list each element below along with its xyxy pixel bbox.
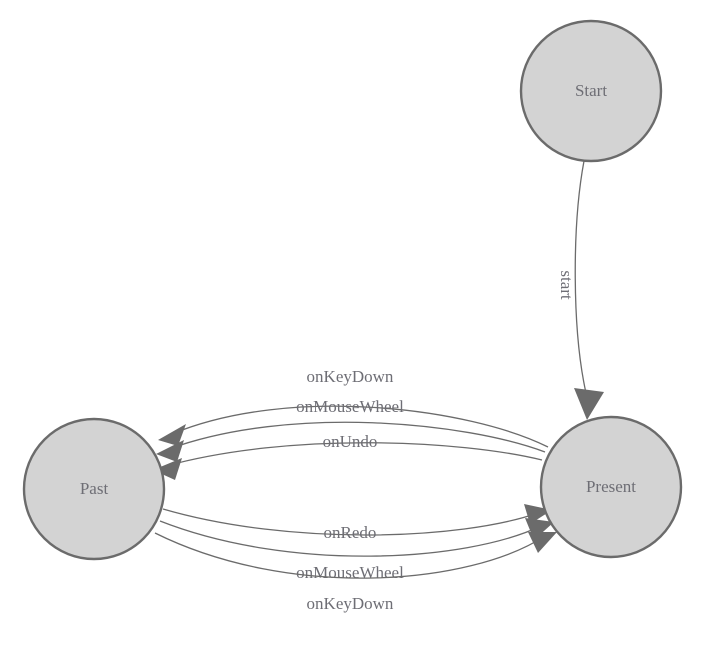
arrowhead-present-to-past-onmousewheel bbox=[156, 440, 184, 462]
edge-label-past-present-onredo: onRedo bbox=[324, 523, 377, 542]
node-past-label: Past bbox=[80, 479, 109, 498]
edge-present-to-past-onmousewheel[interactable]: onMouseWheel bbox=[156, 397, 546, 462]
edge-past-to-present-onkeydown-path bbox=[154, 532, 546, 579]
edge-label-past-present-onkeydown: onKeyDown bbox=[307, 594, 394, 613]
edge-past-to-present-onmousewheel-path bbox=[159, 520, 542, 557]
edge-past-to-present-onkeydown[interactable]: onKeyDown bbox=[154, 532, 557, 613]
edge-label-present-past-onundo: onUndo bbox=[323, 432, 378, 451]
node-start[interactable]: Start bbox=[519, 19, 663, 163]
edge-start-to-present-path bbox=[574, 160, 587, 394]
arrowhead-present-to-past-onundo bbox=[153, 458, 182, 480]
node-present[interactable]: Present bbox=[539, 415, 683, 559]
edge-present-to-past-onkeydown-path bbox=[171, 405, 549, 448]
edge-present-to-past-onmousewheel-path bbox=[168, 421, 546, 453]
edge-present-to-past-onundo[interactable]: onUndo bbox=[153, 432, 543, 480]
node-past-circle bbox=[22, 417, 166, 561]
node-start-circle bbox=[519, 19, 663, 163]
edge-label-start: start bbox=[557, 270, 576, 300]
arrowhead-start-to-present bbox=[574, 388, 604, 420]
edge-label-present-past-onmousewheel: onMouseWheel bbox=[296, 397, 404, 416]
edge-past-to-present-onredo-path bbox=[162, 508, 539, 536]
edge-present-to-past-onkeydown[interactable]: onKeyDown bbox=[158, 367, 549, 448]
edge-label-past-present-onmousewheel: onMouseWheel bbox=[296, 563, 404, 582]
arrowhead-present-to-past-onkeydown bbox=[158, 424, 186, 446]
edge-past-to-present-onredo[interactable]: onRedo bbox=[162, 504, 552, 542]
node-start-label: Start bbox=[575, 81, 607, 100]
node-past[interactable]: Past bbox=[22, 417, 166, 561]
edge-present-to-past-onundo-path bbox=[165, 442, 543, 467]
node-present-circle bbox=[539, 415, 683, 559]
node-present-label: Present bbox=[586, 477, 636, 496]
arrowhead-past-to-present-onkeydown bbox=[528, 532, 557, 553]
edge-start-to-present[interactable]: start bbox=[557, 160, 604, 420]
edge-label-present-past-onkeydown: onKeyDown bbox=[307, 367, 394, 386]
